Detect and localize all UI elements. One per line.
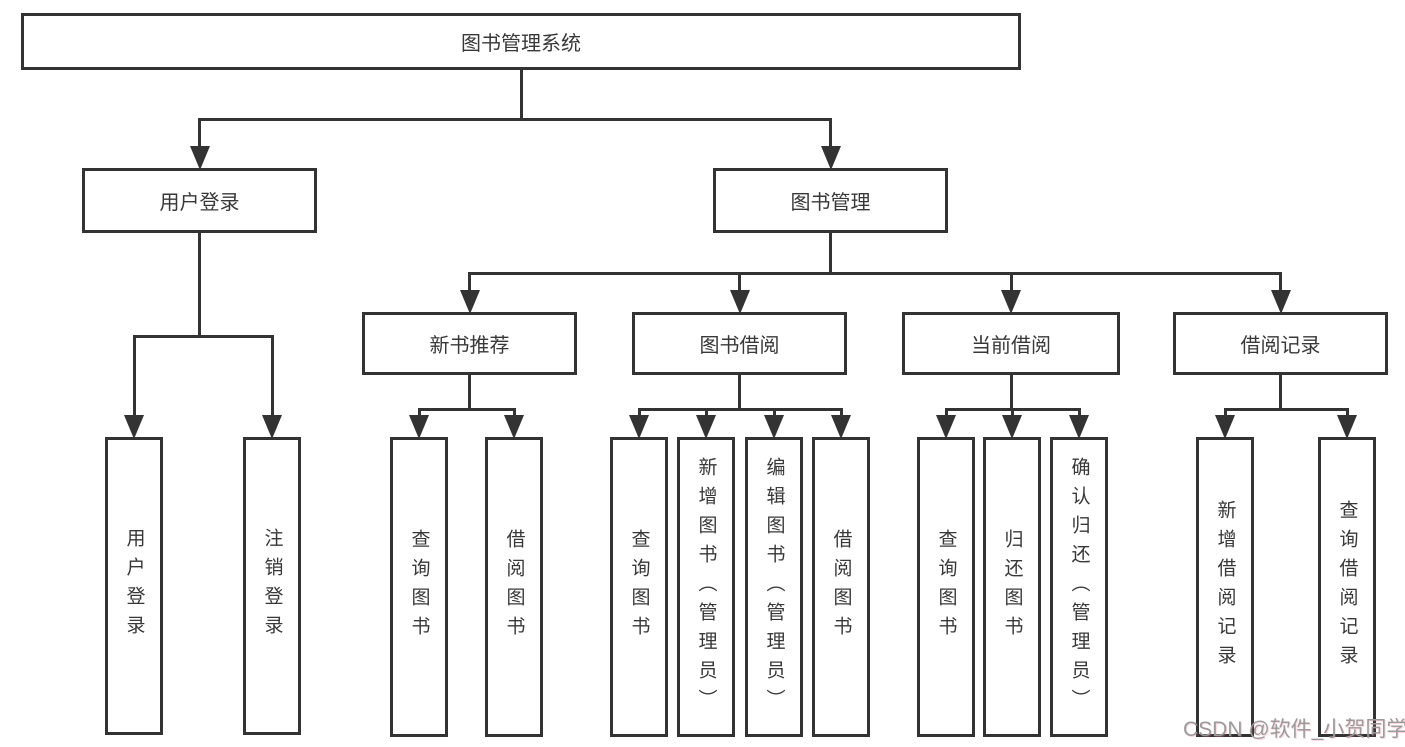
connector-arrowhead-confirm-return-admin	[1069, 415, 1089, 439]
connector-arrowhead-new-book-recommend	[459, 290, 480, 314]
node-new-book-recommend: 新书推荐	[362, 312, 577, 375]
node-edit-books-admin: 编辑图书（管理员）	[745, 437, 803, 737]
connector-stem-new-book-recommend	[468, 375, 471, 411]
connector-drop-add-books-admin	[704, 408, 708, 421]
node-label-book-borrowing: 图书借阅	[699, 335, 780, 357]
node-label-new-book-recommend: 新书推荐	[429, 335, 510, 357]
node-label-user-login: 用户登录	[123, 528, 145, 644]
connector-drop-query-books-1	[417, 408, 421, 421]
node-label-borrow-books-2: 借阅图书	[830, 529, 852, 645]
node-user-login: 用户登录	[105, 437, 163, 735]
connector-drop-new-book-recommend	[468, 272, 471, 296]
connector-arrowhead-add-books-admin	[696, 415, 716, 439]
connector-stem-current-borrowing	[1009, 375, 1013, 411]
connector-arrowhead-add-borrow-record	[1215, 415, 1235, 439]
watermark-text: CSDN @软件_小贺同学	[1183, 718, 1405, 741]
connector-drop-confirm-return-admin	[1077, 408, 1081, 421]
connector-drop-logout	[270, 335, 274, 421]
node-label-current-borrowing: 当前借阅	[971, 335, 1051, 357]
connector-drop-borrow-books-1	[512, 408, 516, 421]
node-label-query-books-3: 查询图书	[935, 529, 957, 645]
node-borrow-books-2: 借阅图书	[812, 437, 870, 737]
node-label-edit-books-admin: 编辑图书（管理员）	[763, 456, 785, 718]
connector-bar-book-management	[468, 272, 1282, 275]
node-label-query-borrow-record: 查询借阅记录	[1336, 500, 1358, 674]
node-current-borrowing: 当前借阅	[902, 312, 1120, 375]
connector-stem-root	[519, 70, 523, 121]
connector-arrowhead-book-management	[820, 146, 841, 170]
node-borrowing-records: 借阅记录	[1173, 312, 1388, 375]
node-label-logout: 注销登录	[261, 528, 283, 644]
node-label-add-borrow-record: 新增借阅记录	[1214, 500, 1236, 674]
node-label-book-management: 图书管理	[790, 192, 871, 214]
node-label-query-books-1: 查询图书	[408, 529, 430, 645]
connector-drop-borrow-books-2	[839, 408, 843, 421]
connector-arrowhead-current-borrowing	[1001, 290, 1021, 314]
node-add-books-admin: 新增图书（管理员）	[677, 437, 735, 737]
connector-arrowhead-return-books	[1002, 415, 1022, 439]
node-book-borrowing: 图书借阅	[632, 312, 847, 375]
node-label-borrow-books-1: 借阅图书	[503, 529, 525, 645]
node-add-borrow-record: 新增借阅记录	[1196, 437, 1254, 737]
connector-drop-query-books-2	[637, 408, 641, 421]
node-query-books-3: 查询图书	[917, 437, 975, 737]
connector-stem-user-login-module	[198, 233, 201, 338]
connector-bar-book-borrowing	[637, 408, 843, 411]
connector-stem-borrowing-records	[1279, 375, 1282, 411]
node-label-root: 图书管理系统	[461, 33, 581, 55]
connector-arrowhead-borrowing-records	[1270, 290, 1291, 314]
node-label-user-login-module: 用户登录	[159, 192, 240, 214]
node-root: 图书管理系统	[21, 13, 1021, 70]
connector-arrowhead-edit-books-admin	[764, 415, 784, 439]
node-label-return-books: 归还图书	[1001, 529, 1023, 645]
connector-stem-book-management	[829, 233, 832, 275]
connector-drop-current-borrowing	[1009, 272, 1013, 296]
connector-drop-user-login-module	[198, 118, 201, 152]
node-label-add-books-admin: 新增图书（管理员）	[695, 456, 717, 718]
connector-drop-user-login	[132, 335, 136, 421]
connector-drop-borrowing-records	[1279, 272, 1282, 296]
connector-arrowhead-borrow-books-1	[504, 415, 524, 439]
connector-bar-user-login-module	[132, 335, 274, 338]
connector-drop-return-books	[1010, 408, 1014, 421]
connector-drop-book-management	[829, 118, 832, 152]
node-label-query-books-2: 查询图书	[628, 529, 650, 645]
node-return-books: 归还图书	[983, 437, 1041, 737]
connector-drop-book-borrowing	[738, 272, 741, 296]
connector-bar-new-book-recommend	[417, 408, 516, 411]
node-logout: 注销登录	[243, 437, 301, 735]
node-label-borrowing-records: 借阅记录	[1240, 335, 1321, 357]
connector-drop-add-borrow-record	[1223, 408, 1227, 421]
node-query-borrow-record: 查询借阅记录	[1318, 437, 1376, 737]
node-label-confirm-return-admin: 确认归还（管理员）	[1068, 456, 1090, 718]
connector-bar-root	[198, 118, 832, 121]
connector-arrowhead-book-borrowing	[729, 290, 750, 314]
connector-arrowhead-user-login	[124, 415, 144, 439]
connector-drop-query-books-3	[944, 408, 948, 421]
node-user-login-module: 用户登录	[82, 168, 317, 233]
connector-arrowhead-query-borrow-record	[1337, 415, 1357, 439]
node-borrow-books-1: 借阅图书	[485, 437, 543, 737]
connector-arrowhead-query-books-1	[409, 415, 429, 439]
connector-drop-edit-books-admin	[772, 408, 776, 421]
node-query-books-1: 查询图书	[390, 437, 448, 737]
connector-drop-query-borrow-record	[1345, 408, 1349, 421]
connector-stem-book-borrowing	[738, 375, 741, 411]
connector-arrowhead-borrow-books-2	[831, 415, 851, 439]
node-book-management: 图书管理	[713, 168, 948, 233]
node-confirm-return-admin: 确认归还（管理员）	[1050, 437, 1108, 737]
node-query-books-2: 查询图书	[610, 437, 668, 737]
connector-arrowhead-query-books-3	[936, 415, 956, 439]
connector-bar-borrowing-records	[1223, 408, 1349, 411]
connector-arrowhead-user-login-module	[189, 146, 210, 170]
connector-arrowhead-logout	[262, 415, 282, 439]
connector-arrowhead-query-books-2	[629, 415, 649, 439]
